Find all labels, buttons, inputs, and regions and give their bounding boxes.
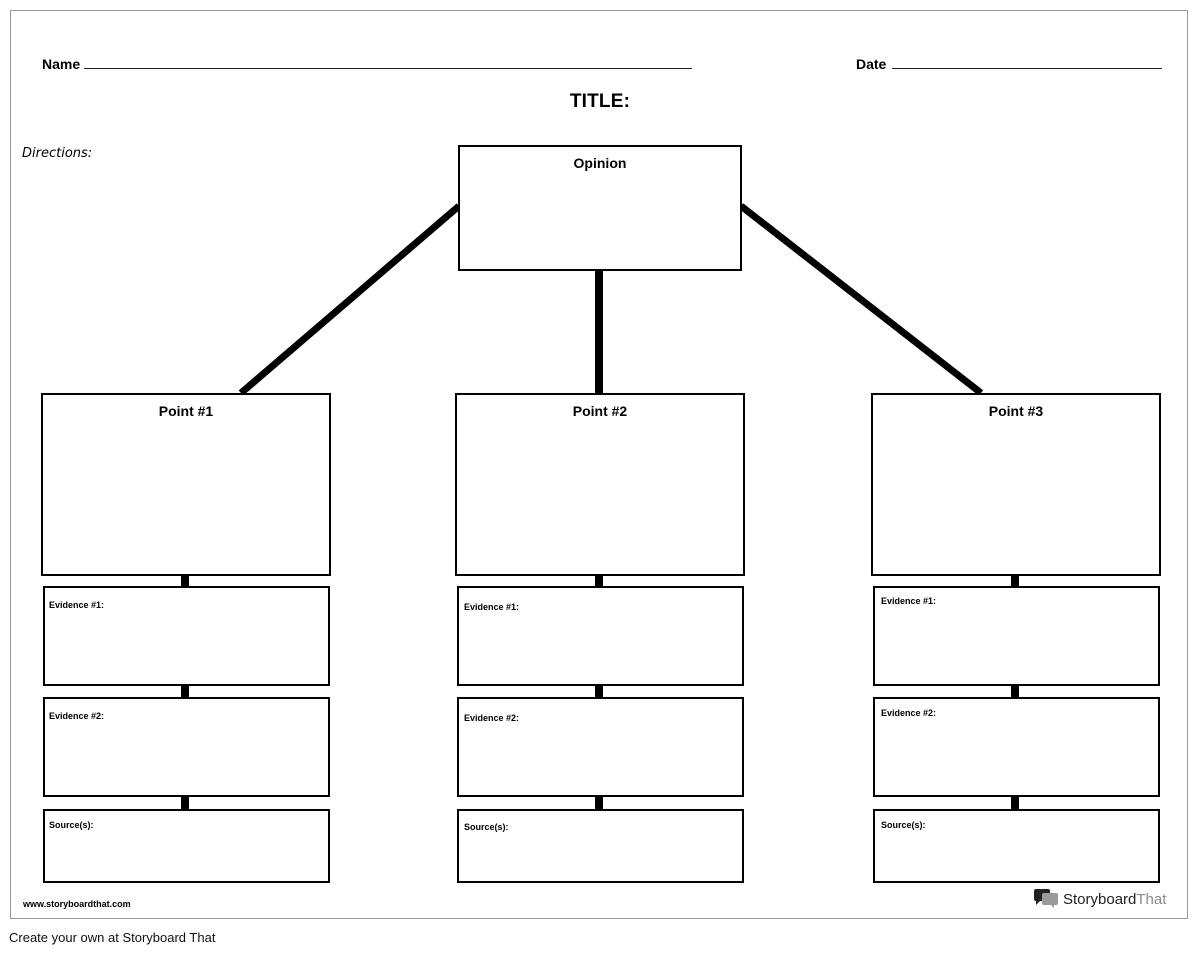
point-3-evidence-1-box[interactable]: Evidence #1: <box>873 586 1160 686</box>
point-1-evidence-2-box[interactable]: Evidence #2: <box>43 697 330 797</box>
directions-label: Directions: <box>22 146 93 161</box>
connector-evidence1-evidence2 <box>181 685 189 698</box>
sources-label: Source(s): <box>464 822 509 832</box>
connector-evidence1-evidence2 <box>1011 685 1019 698</box>
brand-that: That <box>1136 890 1167 908</box>
connector-opinion-point1 <box>238 203 462 396</box>
point-2-sources-box[interactable]: Source(s): <box>457 809 744 883</box>
sources-label: Source(s): <box>881 820 926 830</box>
page-title: TITLE: <box>569 91 631 112</box>
point-3-sources-box[interactable]: Source(s): <box>873 809 1160 883</box>
evidence-1-label: Evidence #1: <box>49 600 105 610</box>
opinion-box[interactable]: Opinion <box>458 145 742 271</box>
opinion-label: Opinion <box>573 155 627 171</box>
point-3-evidence-2-box[interactable]: Evidence #2: <box>873 697 1160 797</box>
connector-opinion-point3 <box>738 203 984 396</box>
point-2-label: Point #2 <box>572 403 628 419</box>
storyboardthat-logo[interactable]: StoryboardThat <box>1033 889 1166 909</box>
create-your-own-caption[interactable]: Create your own at Storyboard That <box>9 930 216 945</box>
name-line[interactable] <box>84 68 692 69</box>
point-3-label: Point #3 <box>988 403 1044 419</box>
connector-point1-evidence1 <box>181 575 189 587</box>
date-label: Date <box>856 56 887 72</box>
sources-label: Source(s): <box>49 820 94 830</box>
point-1-evidence-1-box[interactable]: Evidence #1: <box>43 586 330 686</box>
date-line[interactable] <box>892 68 1162 69</box>
point-1-box[interactable]: Point #1 <box>41 393 331 576</box>
speech-bubbles-icon <box>1033 889 1059 909</box>
evidence-2-label: Evidence #2: <box>49 711 105 721</box>
point-1-label: Point #1 <box>158 403 214 419</box>
evidence-1-label: Evidence #1: <box>881 596 937 606</box>
connector-evidence2-sources <box>595 796 603 810</box>
point-2-box[interactable]: Point #2 <box>455 393 745 576</box>
point-2-evidence-1-box[interactable]: Evidence #1: <box>457 586 744 686</box>
name-label: Name <box>42 56 81 72</box>
connector-evidence2-sources <box>181 796 189 810</box>
connector-point3-evidence1 <box>1011 575 1019 587</box>
point-1-sources-box[interactable]: Source(s): <box>43 809 330 883</box>
evidence-1-label: Evidence #1: <box>464 602 520 612</box>
evidence-2-label: Evidence #2: <box>881 708 937 718</box>
evidence-2-label: Evidence #2: <box>464 713 520 723</box>
brand-storyboard: Storyboard <box>1063 890 1137 908</box>
point-3-box[interactable]: Point #3 <box>871 393 1161 576</box>
point-2-evidence-2-box[interactable]: Evidence #2: <box>457 697 744 797</box>
connector-point2-evidence1 <box>595 575 603 587</box>
connector-evidence2-sources <box>1011 796 1019 810</box>
footer-url[interactable]: www.storyboardthat.com <box>23 899 131 909</box>
connector-evidence1-evidence2 <box>595 685 603 698</box>
